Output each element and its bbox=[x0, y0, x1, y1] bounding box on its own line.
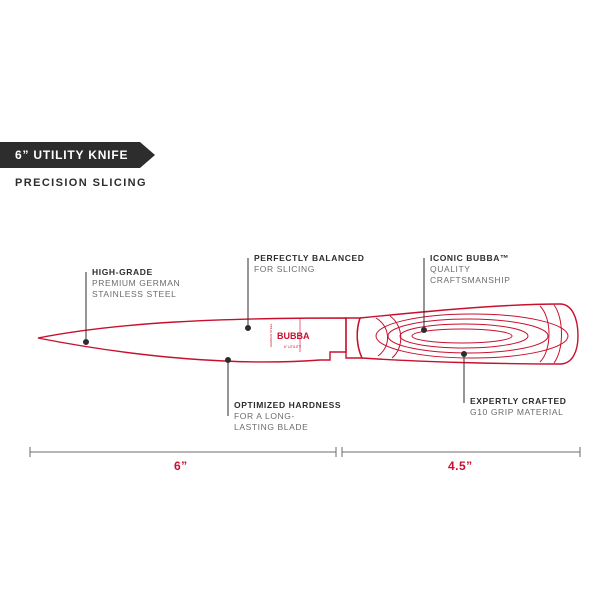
callout-high-grade: HIGH-GRADE PREMIUM GERMAN STAINLESS STEE… bbox=[92, 267, 180, 300]
knife-blade-outline bbox=[37, 317, 347, 363]
blade-model-mark: 6" UTILITY bbox=[284, 345, 302, 349]
title-banner: 6” UTILITY KNIFE bbox=[0, 142, 155, 168]
callout-iconic-line1: QUALITY bbox=[430, 264, 471, 274]
callout-high-grade-line1: PREMIUM GERMAN bbox=[92, 278, 181, 288]
callout-balanced: PERFECTLY BALANCED FOR SLICING bbox=[254, 253, 364, 275]
dimension-blade-label: 6” bbox=[174, 459, 188, 473]
handle-grain-pattern bbox=[375, 304, 569, 364]
leader-balanced bbox=[245, 258, 251, 331]
leader-crafted bbox=[461, 351, 467, 403]
callout-crafted-head: EXPERTLY CRAFTED bbox=[470, 396, 567, 406]
blade-side-mark: GERMAN STEEL bbox=[269, 323, 273, 347]
page-subtitle: PRECISION SLICING bbox=[15, 177, 147, 189]
dimension-blade bbox=[29, 447, 337, 457]
dimension-handle-label: 4.5” bbox=[448, 459, 473, 473]
callout-balanced-head: PERFECTLY BALANCED bbox=[254, 253, 365, 263]
callout-crafted: EXPERTLY CRAFTED G10 GRIP MATERIAL bbox=[470, 396, 567, 418]
blade-brand-mark: BUBBA bbox=[277, 331, 310, 341]
leader-high-grade bbox=[83, 272, 89, 345]
callout-iconic-line2: CRAFTSMANSHIP bbox=[430, 275, 511, 285]
callout-balanced-line1: FOR SLICING bbox=[254, 264, 315, 274]
callout-iconic: ICONIC BUBBA™ QUALITY CRAFTSMANSHIP bbox=[430, 253, 511, 286]
leader-iconic bbox=[421, 258, 427, 333]
page-title: 6” UTILITY KNIFE bbox=[15, 148, 129, 162]
dimension-handle bbox=[341, 447, 581, 457]
callout-iconic-head: ICONIC BUBBA™ bbox=[430, 253, 510, 263]
callout-hardness-head: OPTIMIZED HARDNESS bbox=[234, 400, 342, 410]
knife-handle-outline bbox=[356, 303, 579, 365]
callout-hardness: OPTIMIZED HARDNESS FOR A LONG- LASTING B… bbox=[234, 400, 341, 433]
callout-crafted-line1: G10 GRIP MATERIAL bbox=[470, 407, 564, 417]
callout-hardness-line1: FOR A LONG- bbox=[234, 411, 295, 421]
callout-high-grade-line2: STAINLESS STEEL bbox=[92, 289, 177, 299]
callout-high-grade-head: HIGH-GRADE bbox=[92, 267, 153, 277]
leader-hardness bbox=[225, 357, 231, 416]
callout-hardness-line2: LASTING BLADE bbox=[234, 422, 309, 432]
